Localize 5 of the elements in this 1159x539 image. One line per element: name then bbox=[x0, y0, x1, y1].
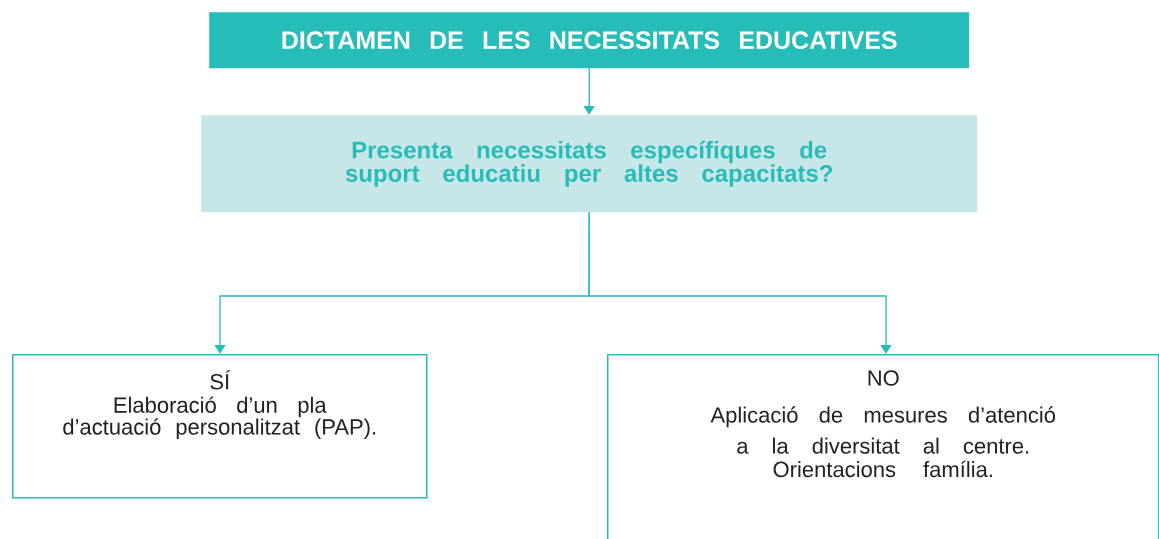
answer-box: NO Aplicació de mesures d’atenció a la diversitat al centre. Orientacions família. bbox=[607, 354, 1159, 539]
answer-box: SÍ Elaboració d’un pla d’actuació personalitzat (PAP). bbox=[12, 354, 428, 499]
question-box: Presenta necessitats específiques de suport educatiu per altes capacitats? bbox=[201, 115, 978, 213]
title-banner: DICTAMEN DE LES NECESSITATS EDUCATIVES bbox=[209, 12, 970, 69]
arrow bbox=[588, 211, 892, 354]
